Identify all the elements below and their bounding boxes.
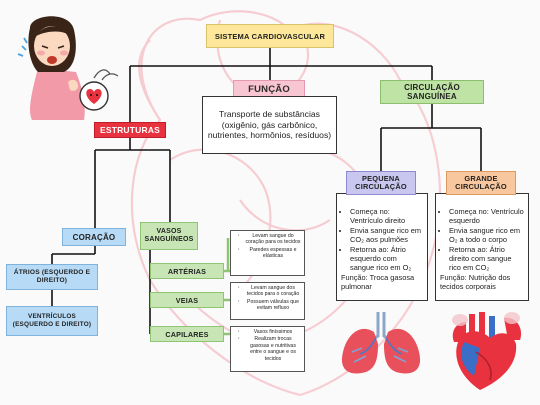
arterias-box: ARTÉRIAS	[150, 263, 224, 279]
funcao-label: FUNÇÃO	[248, 83, 290, 95]
veias-description: Levam sangue dos tecidos para o coração …	[230, 282, 305, 320]
grande-circulacao-description: Começa no: Ventrículo esquerdo Envia san…	[435, 193, 529, 301]
list-item: Vasos finíssimos	[238, 329, 301, 336]
list-item: Paredes espessas e elásticas	[238, 247, 301, 260]
list-item: Realizam trocas gasosas e nutritivas ent…	[238, 336, 301, 362]
list-item: Levam sangue dos tecidos para o coração	[238, 285, 301, 298]
grande-circulacao-label: GRANDE CIRCULAÇÃO	[455, 173, 507, 191]
list-item: Possuem válvulas que evitam refluxo	[238, 299, 301, 312]
list-item: Retorna ao: Átrio esquerdo com sangue ri…	[350, 245, 423, 272]
atrios-box: ÁTRIOS (ESQUERDO E DIREITO)	[6, 264, 98, 290]
page-title: SISTEMA CARDIOVASCULAR	[206, 24, 334, 48]
capilares-label: CAPILARES	[165, 329, 209, 339]
grande-circulacao-label-box: GRANDE CIRCULAÇÃO	[446, 171, 516, 195]
ventriculos-label: VENTRÍCULOS (ESQUERDO E DIREITO)	[12, 313, 92, 328]
list-item: Retorna ao: Átrio direito com sangue ric…	[449, 245, 524, 272]
heart-illustration	[452, 312, 522, 390]
coracao-label: CORAÇÃO	[72, 232, 116, 242]
vasos-label-box: VASOS SANGUÍNEOS	[140, 222, 198, 250]
circulacao-label-box: CIRCULAÇÃO SANGUÍNEA	[380, 80, 484, 104]
list-item: Envia sangue rico em CO₂ aos pulmões	[350, 226, 423, 244]
dizzy-lines-icon	[93, 69, 119, 81]
arterias-description: Levam sangue do coração para os tecidos …	[230, 230, 305, 276]
pequena-circulacao-label: PEQUENA CIRCULAÇÃO	[355, 173, 407, 191]
lungs-illustration	[341, 312, 421, 374]
estruturas-label: ESTRUTURAS	[99, 125, 161, 135]
veias-box: VEIAS	[150, 292, 224, 308]
heart-bubble-icon	[79, 81, 109, 111]
funcao-description: Transporte de substâncias (oxigênio, gás…	[202, 96, 337, 154]
list-item: Envia sangue rico em O₂ a todo o corpo	[449, 226, 524, 244]
list-item: Começa no: Ventrículo esquerdo	[449, 207, 524, 225]
circulacao-label: CIRCULAÇÃO SANGUÍNEA	[404, 83, 460, 101]
grande-funcao: Função: Nutrição dos tecidos corporais	[440, 273, 511, 291]
pequena-circulacao-description: Começa no: Ventrículo direito Envia sang…	[336, 193, 428, 301]
ventriculos-box: VENTRÍCULOS (ESQUERDO E DIREITO)	[6, 306, 98, 336]
pequena-circulacao-label-box: PEQUENA CIRCULAÇÃO	[346, 171, 416, 195]
atrios-label: ÁTRIOS (ESQUERDO E DIREITO)	[13, 269, 91, 284]
veias-label: VEIAS	[175, 295, 199, 305]
list-item: Levam sangue do coração para os tecidos	[238, 233, 301, 246]
estruturas-label-box: ESTRUTURAS	[94, 122, 166, 138]
sick-child-illustration	[17, 16, 85, 120]
arterias-label: ARTÉRIAS	[167, 266, 207, 276]
capilares-description: Vasos finíssimos Realizam trocas gasosas…	[230, 326, 305, 372]
page-title-text: SISTEMA CARDIOVASCULAR	[214, 31, 326, 41]
pequena-funcao: Função: Troca gasosa pulmonar	[341, 273, 415, 291]
capilares-box: CAPILARES	[150, 326, 224, 342]
funcao-text: Transporte de substâncias (oxigênio, gás…	[207, 109, 332, 141]
list-item: Começa no: Ventrículo direito	[350, 207, 423, 225]
coracao-label-box: CORAÇÃO	[62, 228, 126, 246]
vasos-label: VASOS SANGUÍNEOS	[144, 228, 194, 243]
